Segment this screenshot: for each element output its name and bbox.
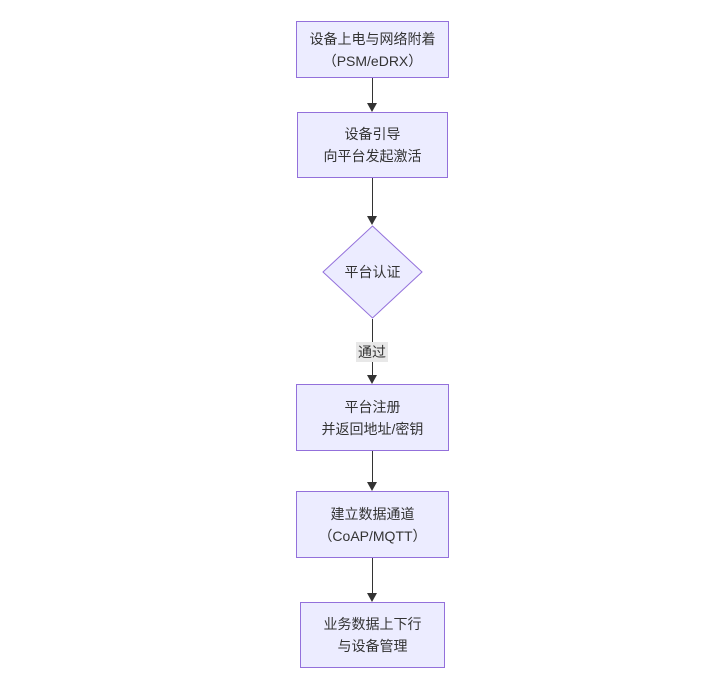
flow-node-platform-auth: 平台认证: [322, 225, 423, 319]
flow-edge-power-to-bootstrap: [367, 78, 377, 112]
arrowhead-down-icon: [367, 375, 377, 384]
edge-line: [371, 178, 373, 217]
node-text-line: 平台注册: [344, 398, 401, 415]
node-text-line: 业务数据上下行: [323, 616, 422, 632]
node-text-line: 向平台发起激活: [323, 148, 422, 164]
node-text-line: 平台认证: [344, 264, 401, 280]
node-text-line: 并返回地址/密钥: [321, 420, 424, 437]
flow-node-business-data: 业务数据上下行 与设备管理: [300, 602, 445, 668]
flow-edge-bootstrap-to-auth: [367, 178, 377, 225]
arrowhead-down-icon: [367, 593, 377, 602]
node-text-line: 设备引导: [344, 126, 401, 142]
edge-line: [371, 78, 373, 104]
flow-edge-register-to-channel: [367, 451, 377, 491]
node-text-line: （PSM/eDRX）: [322, 52, 423, 69]
node-text-line: 建立数据通道: [330, 505, 415, 522]
arrowhead-down-icon: [367, 103, 377, 112]
diamond-shape-icon: [322, 225, 423, 319]
edge-line: [371, 451, 373, 483]
flow-edge-auth-to-register: 通过: [356, 319, 388, 384]
edge-line: [371, 558, 373, 594]
arrowhead-down-icon: [367, 482, 377, 491]
flow-node-power-attach: 设备上电与网络附着 （PSM/eDRX）: [296, 21, 449, 78]
flow-node-bootstrap: 设备引导 向平台发起激活: [297, 112, 448, 178]
node-text-line: （CoAP/MQTT）: [318, 527, 427, 544]
edge-label-pass: 通过: [356, 341, 388, 362]
node-text-line: 设备上电与网络附着: [309, 30, 436, 47]
flow-edge-channel-to-business: [367, 558, 377, 602]
arrowhead-down-icon: [367, 216, 377, 225]
flow-node-register: 平台注册 并返回地址/密钥: [296, 384, 449, 451]
flow-node-data-channel: 建立数据通道 （CoAP/MQTT）: [296, 491, 449, 558]
node-text-line: 与设备管理: [337, 638, 408, 654]
